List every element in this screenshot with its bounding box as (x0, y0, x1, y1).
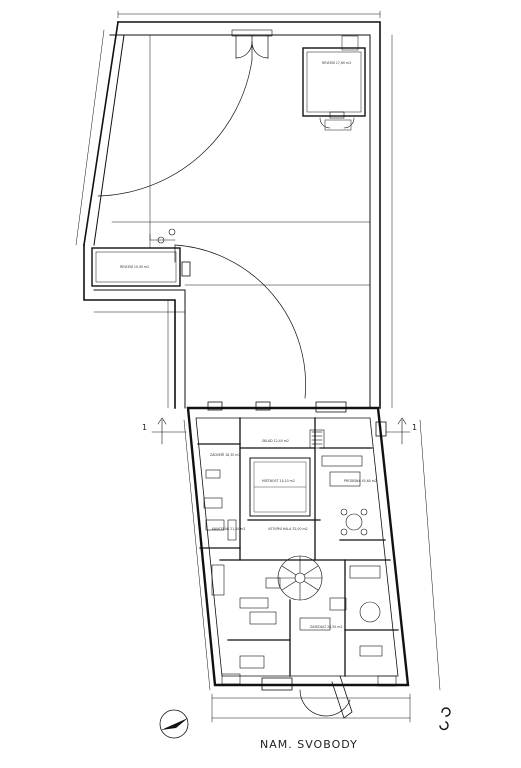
interior-walls (197, 417, 399, 677)
room-label: REVIZNÍ 17,60 m2 (322, 60, 351, 65)
section-cut-markers (151, 417, 411, 445)
edge-symbol-right (439, 707, 451, 731)
bottom-entrance (221, 673, 397, 719)
section-marker-right: 1 (412, 423, 417, 432)
room-label: SKLAD 12,40 m2 (262, 439, 289, 443)
inner-atrium (249, 457, 311, 517)
room-label: ZÁSEDACÍ 28,30 m2 (310, 624, 342, 629)
building-outer-walls (186, 401, 410, 687)
room-label: PRODEJNA 45,60 m2 (344, 479, 377, 483)
kiosk-top-right (302, 35, 366, 131)
room-label: MÍSTNOST 14,10 m2 (262, 478, 295, 483)
room-label: ZÁDVEŘÍ 18,30 m2 (210, 452, 240, 457)
dimension-lines-bottom (183, 419, 441, 723)
spiral-staircase (277, 555, 323, 601)
furniture (203, 429, 383, 669)
north-arrow-icon (159, 709, 189, 739)
room-label: REVIZNÍ 10,90 m2 (120, 264, 149, 269)
room-labels: REVIZNÍ 10,90 m2 REVIZNÍ 17,60 m2 ZÁDVEŘ… (120, 60, 377, 629)
courtyard-gate-swings (97, 34, 306, 399)
section-marker-left: 1 (142, 423, 147, 432)
street-name-caption: NAM. SVOBODY (260, 738, 358, 751)
top-gate-doors (231, 29, 273, 59)
room-label: KANCELÁŘ 21,40 m2 (212, 526, 245, 531)
courtyard-walls (75, 10, 393, 409)
room-storage-left (91, 228, 191, 287)
room-label: VSTUPNÍ HALA 32,00 m2 (268, 526, 308, 531)
